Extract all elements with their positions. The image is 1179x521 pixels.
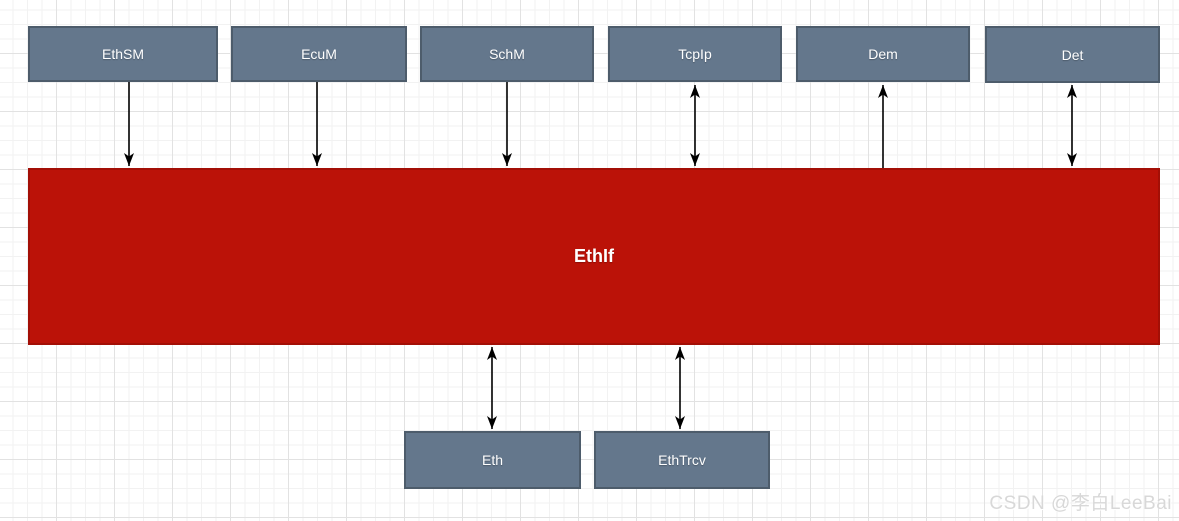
- module-label: Eth: [481, 452, 503, 468]
- module-ethif: EthIf: [28, 168, 1160, 345]
- module-label: SchM: [489, 46, 525, 62]
- watermark: CSDN @李白LeeBai: [989, 493, 1172, 514]
- module-label: Det: [1061, 46, 1084, 63]
- module-schm: SchM: [420, 26, 594, 82]
- module-ecum: EcuM: [231, 26, 407, 82]
- module-label: EthSM: [101, 46, 144, 62]
- module-label: EcuM: [301, 46, 337, 62]
- module-label: EthIf: [574, 246, 614, 266]
- module-det: Det: [985, 26, 1160, 83]
- module-label: TcpIp: [678, 46, 712, 62]
- module-ethtrcv: EthTrcv: [594, 431, 770, 489]
- module-tcpip: TcpIp: [608, 26, 782, 82]
- module-ethsm: EthSM: [28, 26, 218, 82]
- module-label: EthTrcv: [658, 452, 706, 468]
- module-eth: Eth: [404, 431, 581, 489]
- module-dem: Dem: [796, 26, 970, 82]
- module-label: Dem: [868, 46, 898, 62]
